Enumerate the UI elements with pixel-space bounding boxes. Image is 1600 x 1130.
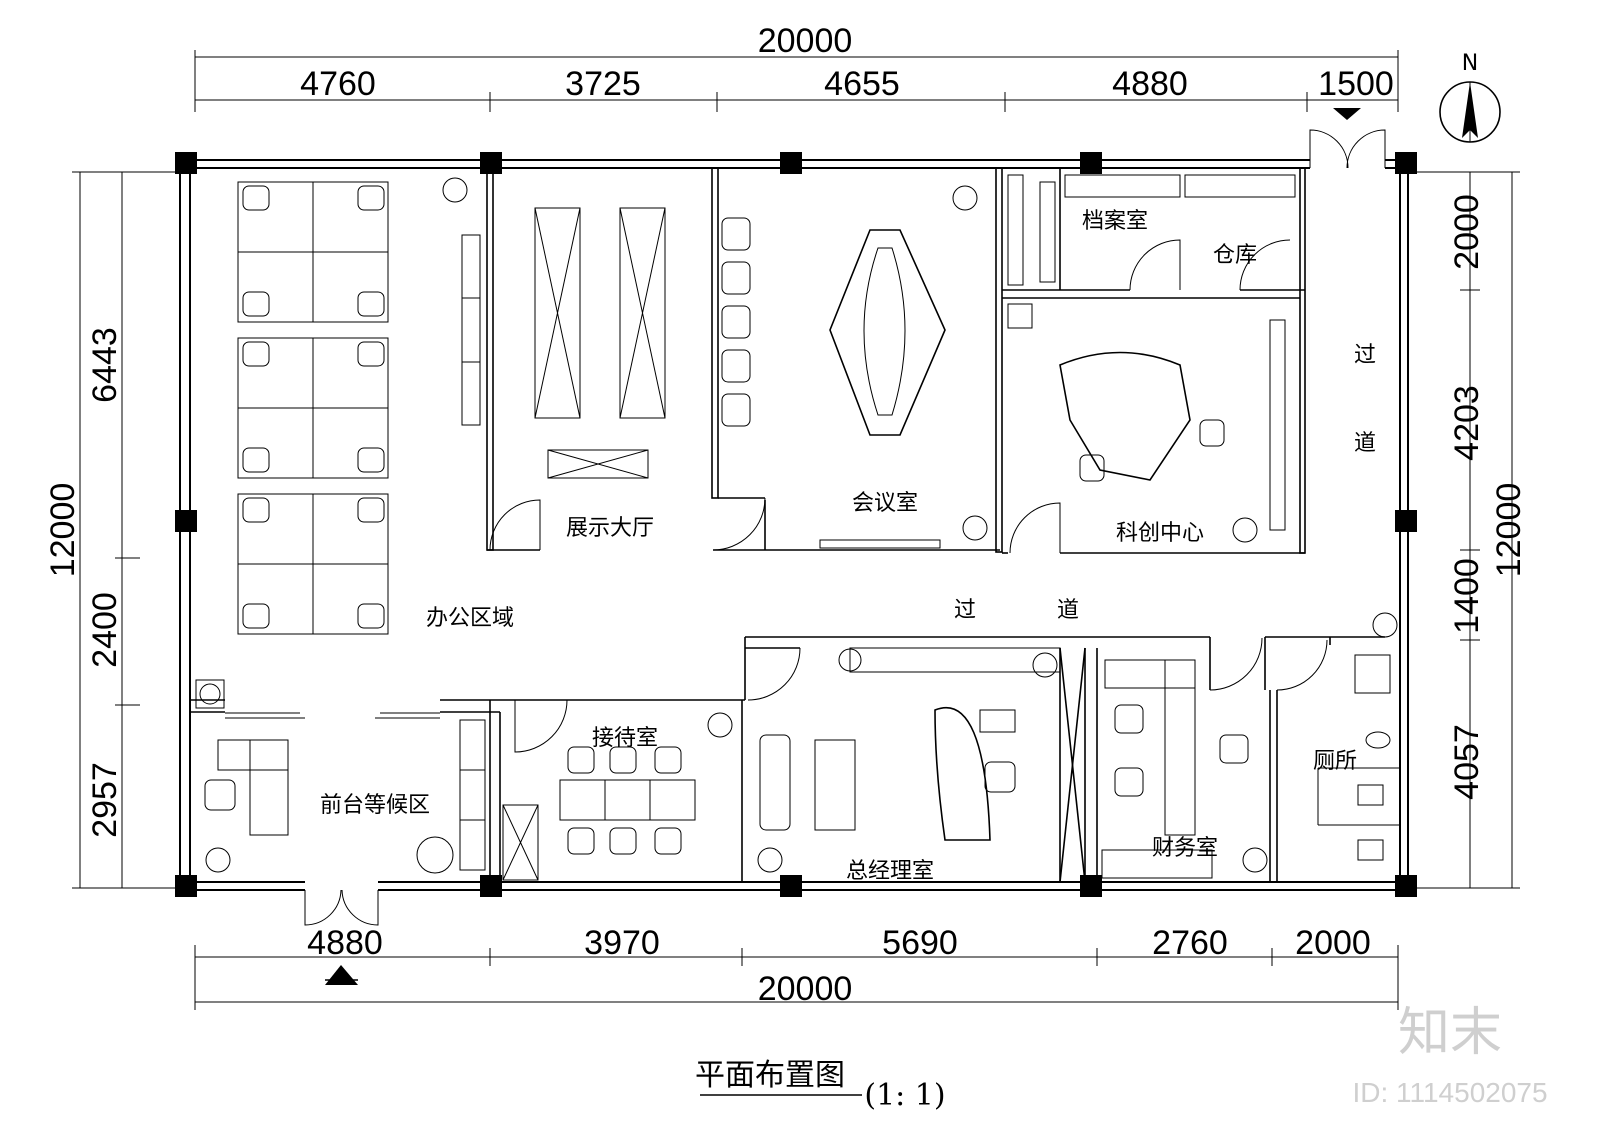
office-workstations bbox=[237, 181, 389, 635]
reception-room-furniture bbox=[502, 746, 696, 881]
label-finance-room: 财务室 bbox=[1152, 836, 1218, 861]
dim-right-1: 2000 bbox=[1448, 194, 1486, 270]
dim-top-2: 3725 bbox=[565, 65, 641, 103]
interior-walls bbox=[190, 167, 1385, 883]
dim-left-1: 6443 bbox=[86, 327, 124, 403]
doors bbox=[225, 108, 1386, 985]
plant-icons bbox=[205, 177, 1398, 873]
label-meeting-room: 会议室 bbox=[852, 491, 918, 516]
watermark-id: ID: 1114502075 bbox=[1352, 1077, 1547, 1108]
label-reception-waiting: 前台等候区 bbox=[320, 793, 430, 818]
right-dimensions: 2000 4203 1400 4057 12000 bbox=[1448, 194, 1528, 800]
archive-shelves bbox=[1007, 174, 1296, 329]
top-dimensions: 20000 4760 3725 4655 4880 1500 bbox=[300, 22, 1394, 103]
plant-icon bbox=[952, 185, 978, 211]
dim-top-3: 4655 bbox=[824, 65, 900, 103]
label-office-area: 办公区域 bbox=[426, 606, 514, 631]
label-gm-office: 总经理室 bbox=[846, 859, 934, 884]
label-corridor-vertical-2: 道 bbox=[1354, 431, 1376, 456]
dim-right-3: 1400 bbox=[1448, 558, 1486, 634]
bottom-dimensions: 4880 3970 5690 2760 2000 20000 bbox=[307, 924, 1371, 1008]
dim-top-4: 4880 bbox=[1112, 65, 1188, 103]
label-exhibition-hall: 展示大厅 bbox=[566, 516, 654, 541]
dim-bottom-total: 20000 bbox=[758, 970, 853, 1008]
dim-left-3: 2957 bbox=[86, 762, 124, 838]
plant-icon bbox=[442, 177, 468, 203]
dim-left-2: 2400 bbox=[86, 592, 124, 668]
plan-title-block: 平面布置图 (1: 1) bbox=[695, 1058, 946, 1113]
plant-icon bbox=[205, 847, 231, 873]
dim-left-total: 12000 bbox=[44, 483, 82, 578]
dim-right-2: 4203 bbox=[1448, 385, 1486, 461]
reception-furniture bbox=[195, 679, 486, 874]
plan-title: 平面布置图 bbox=[695, 1058, 845, 1093]
dim-bottom-1: 4880 bbox=[307, 924, 383, 962]
label-corridor-horizontal-2: 道 bbox=[1057, 598, 1079, 623]
structural-columns bbox=[175, 152, 1417, 897]
label-reception-room: 接待室 bbox=[592, 726, 658, 751]
label-warehouse: 仓库 bbox=[1213, 243, 1257, 268]
exhibition-displays bbox=[461, 207, 666, 479]
label-toilet: 厕所 bbox=[1313, 749, 1357, 774]
plan-scale: (1: 1) bbox=[864, 1078, 945, 1113]
room-labels: 办公区域 展示大厅 会议室 档案室 仓库 科创中心 过 道 过 道 前台等候区 … bbox=[320, 209, 1376, 884]
gm-office-furniture bbox=[759, 647, 1061, 841]
dim-top-5: 1500 bbox=[1318, 65, 1394, 103]
meeting-table bbox=[721, 217, 946, 549]
innovation-desk bbox=[1059, 319, 1286, 531]
dim-bottom-3: 5690 bbox=[882, 924, 958, 962]
plant-icon bbox=[1032, 652, 1058, 678]
plant-icon bbox=[1232, 517, 1258, 543]
label-innovation-center: 科创中心 bbox=[1116, 521, 1204, 546]
plant-icon bbox=[1242, 847, 1268, 873]
dim-bottom-2: 3970 bbox=[584, 924, 660, 962]
dim-bottom-4: 2760 bbox=[1152, 924, 1228, 962]
label-corridor-vertical-1: 过 bbox=[1354, 343, 1376, 368]
toilet-fixtures bbox=[1317, 654, 1400, 861]
plant-icon bbox=[962, 515, 988, 541]
plant-icon bbox=[1372, 612, 1398, 638]
watermark: 知末 ID: 1114502075 bbox=[1352, 1004, 1547, 1108]
north-label: N bbox=[1462, 51, 1478, 76]
dimension-lines bbox=[72, 50, 1520, 1010]
dim-right-total: 12000 bbox=[1490, 483, 1528, 578]
finance-furniture bbox=[1101, 659, 1249, 879]
dim-top-total: 20000 bbox=[758, 22, 853, 60]
north-arrow-icon: N bbox=[1439, 51, 1501, 143]
left-dimensions: 12000 6443 2400 2957 bbox=[44, 327, 124, 838]
dim-bottom-5: 2000 bbox=[1295, 924, 1371, 962]
outer-walls bbox=[179, 159, 1410, 891]
dim-top-1: 4760 bbox=[300, 65, 376, 103]
watermark-logo: 知末 bbox=[1398, 1004, 1502, 1062]
plant-icon bbox=[757, 847, 783, 873]
dim-right-4: 4057 bbox=[1448, 724, 1486, 800]
label-corridor-horizontal-1: 过 bbox=[954, 598, 976, 623]
plant-icon bbox=[707, 712, 733, 738]
label-archive: 档案室 bbox=[1082, 209, 1148, 234]
